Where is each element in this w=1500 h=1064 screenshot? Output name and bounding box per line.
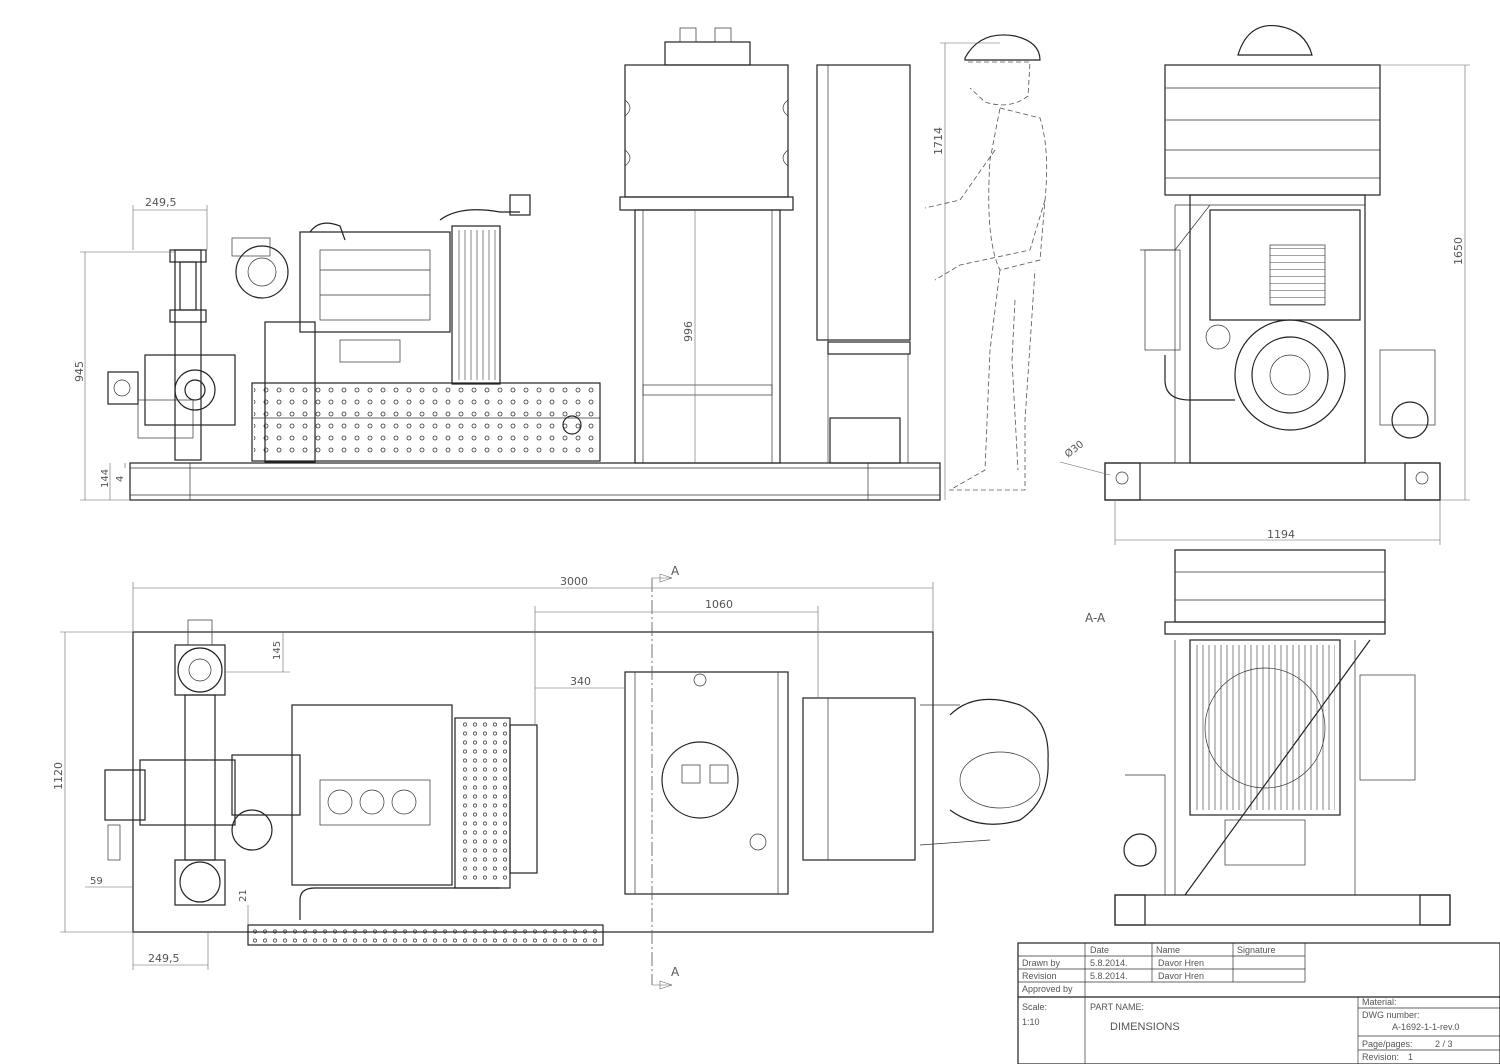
tb-material-label: Material: <box>1362 997 1397 1007</box>
tb-header-signature: Signature <box>1237 945 1276 955</box>
tb-row-date-revision: 5.8.2014. <box>1090 971 1128 981</box>
tb-revision-label: Revision: <box>1362 1052 1399 1062</box>
dim-249-5-top: 249,5 <box>148 952 180 965</box>
tb-part-name-label: PART NAME: <box>1090 1002 1144 1012</box>
top-view-dimensions: 3000 1060 340 145 1120 59 21 249,5 <box>52 575 934 970</box>
dim-340: 340 <box>570 675 591 688</box>
tb-scale-value: 1:10 <box>1022 1017 1040 1027</box>
section-label: A-A <box>1085 611 1106 625</box>
tb-row-label-revision: Revision <box>1022 971 1057 981</box>
front-view <box>107 27 1048 501</box>
tb-pages-label: Page/pages: <box>1362 1039 1413 1049</box>
tb-row-label-approved: Approved by <box>1022 984 1073 994</box>
dim-996: 996 <box>682 321 695 342</box>
dim-1650: 1650 <box>1452 237 1465 265</box>
tb-pages-value: 2 / 3 <box>1435 1039 1453 1049</box>
dim-1194: 1194 <box>1267 528 1295 541</box>
tb-row-name-drawn: Davor Hren <box>1158 958 1204 968</box>
title-block: Date Name Signature Drawn by 5.8.2014. D… <box>1017 942 1500 1064</box>
tb-row-label-drawn: Drawn by <box>1022 958 1061 968</box>
tb-header-name: Name <box>1156 945 1180 955</box>
tb-revision-value: 1 <box>1408 1052 1413 1062</box>
dim-145: 145 <box>272 641 283 660</box>
section-marker-top: A <box>671 564 680 578</box>
section-a-a-view: A-A <box>1085 549 1451 926</box>
top-view: A A <box>104 564 1049 990</box>
dim-4: 4 <box>115 476 126 482</box>
tb-dwg-value: A-1692-1-1-rev.0 <box>1392 1022 1459 1032</box>
dim-1120: 1120 <box>52 762 65 790</box>
dim-144: 144 <box>100 469 111 488</box>
side-view <box>1104 24 1441 501</box>
dim-dia30: Ø30 <box>1062 438 1086 460</box>
tb-dwg-label: DWG number: <box>1362 1010 1420 1020</box>
front-view-dimensions: 249,5 945 144 4 996 1714 <box>73 42 1000 501</box>
side-view-dimensions: 1650 1194 Ø30 <box>1059 64 1470 545</box>
section-marker-bottom: A <box>671 965 680 979</box>
dim-945: 945 <box>73 361 86 382</box>
dim-21: 21 <box>238 889 249 902</box>
dim-3000: 3000 <box>560 575 588 588</box>
tb-row-name-revision: Davor Hren <box>1158 971 1204 981</box>
operator-figure <box>924 34 1048 491</box>
dim-249-5-front: 249,5 <box>145 196 177 209</box>
tb-scale-label: Scale: <box>1022 1002 1047 1012</box>
dim-1714: 1714 <box>932 127 945 155</box>
tb-header-date: Date <box>1090 945 1109 955</box>
dim-59: 59 <box>90 876 103 887</box>
tb-part-name-value: DIMENSIONS <box>1110 1021 1180 1033</box>
tb-row-date-drawn: 5.8.2014. <box>1090 958 1128 968</box>
dim-1060: 1060 <box>705 598 733 611</box>
